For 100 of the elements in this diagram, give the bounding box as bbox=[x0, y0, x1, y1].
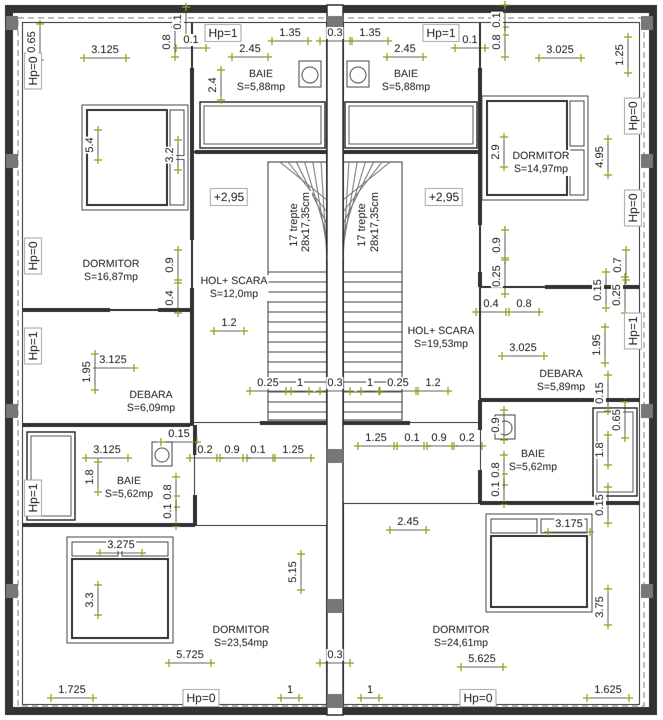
dimension-label: 0.1 bbox=[162, 502, 174, 520]
room-area: S=5,88mp bbox=[236, 81, 286, 94]
room-area: S=6,09mp bbox=[126, 402, 176, 415]
room-area: S=16,87mp bbox=[82, 271, 140, 284]
dimension-label: 0.15 bbox=[594, 381, 606, 405]
level-tag: +2,95 bbox=[210, 188, 248, 206]
dimension-label: 3.275 bbox=[106, 539, 136, 551]
dimension-label: 1.8 bbox=[84, 468, 96, 486]
room-area: S=5,89mp bbox=[536, 381, 586, 394]
level-tag: Hp=1 bbox=[422, 24, 460, 42]
dimension-label: 1.35 bbox=[278, 27, 302, 39]
dimension-label: 0.15 bbox=[592, 278, 604, 302]
room-area: S=5,62mp bbox=[508, 461, 558, 474]
room-name: DORMITOR bbox=[512, 150, 570, 163]
level-tag: +2,95 bbox=[424, 188, 464, 206]
dimension-label: 1.35 bbox=[358, 27, 382, 39]
dimension-label: 3.125 bbox=[90, 44, 120, 56]
dimension-label: 1 bbox=[296, 377, 304, 389]
dimension-label: 3.025 bbox=[508, 342, 538, 354]
dimension-label: 5.4 bbox=[84, 136, 96, 154]
room-area: S=5,62mp bbox=[104, 488, 154, 501]
dimension-label: 3.3 bbox=[84, 591, 96, 609]
dimension-label: 5.15 bbox=[287, 560, 299, 584]
dimension-label: 5.625 bbox=[467, 653, 497, 665]
dimension-label: 0.3 bbox=[326, 649, 344, 661]
dimension-label: 0.9 bbox=[164, 256, 176, 274]
dimension-label: 0.9 bbox=[430, 432, 448, 444]
dimension-label: 0.8 bbox=[161, 33, 173, 51]
dimension-label: 0.8 bbox=[162, 483, 174, 501]
dimension-label: 0.65 bbox=[611, 408, 623, 432]
dimension-label: 0.1 bbox=[461, 34, 479, 46]
dimension-label: 0.8 bbox=[490, 461, 502, 479]
dimension-label: 1.2 bbox=[220, 317, 238, 329]
dimension-label: 1.95 bbox=[81, 360, 93, 384]
dimension-label: 0.2 bbox=[196, 444, 214, 456]
dimension-label: 1 bbox=[286, 684, 294, 696]
dimension-label: 0.9 bbox=[490, 416, 502, 434]
stair-note: 17 trepte bbox=[356, 202, 368, 248]
dimension-label: 0.2 bbox=[458, 432, 476, 444]
dimension-label: 0.8 bbox=[515, 298, 533, 310]
level-tag: Hp=1 bbox=[24, 327, 42, 365]
dimension-label: 4.95 bbox=[594, 145, 606, 169]
level-tag: Hp=1 bbox=[24, 479, 42, 517]
dimension-label: 0.4 bbox=[482, 298, 500, 310]
stair-note: 28x17,35cm bbox=[369, 191, 381, 253]
level-tag: Hp=0 bbox=[24, 237, 42, 275]
stair-note: 28x17,35cm bbox=[300, 191, 312, 253]
dimension-label: 1.8 bbox=[594, 441, 606, 459]
dimension-label: 0.3 bbox=[326, 377, 344, 389]
dimension-label: 3.125 bbox=[92, 444, 122, 456]
dimension-label: 0.15 bbox=[167, 428, 191, 440]
dimension-label: 0.3 bbox=[326, 27, 344, 39]
level-tag: Hp=0 bbox=[24, 52, 42, 90]
dimension-label: 0.1 bbox=[491, 11, 503, 29]
dimension-label: 0.25 bbox=[491, 264, 503, 288]
dimension-label: 0.65 bbox=[26, 30, 38, 54]
dimension-label: 1.2 bbox=[424, 377, 442, 389]
dimension-label: 1.25 bbox=[614, 43, 626, 67]
dimension-label: 0.8 bbox=[491, 33, 503, 51]
dimension-label: 0.1 bbox=[182, 34, 200, 46]
room-area: S=24,61mp bbox=[432, 637, 490, 650]
dimension-label: 1.25 bbox=[281, 444, 305, 456]
stair-note: 17 trepte bbox=[288, 202, 300, 248]
dimension-label: 0.9 bbox=[223, 444, 241, 456]
dimension-label: 1.725 bbox=[57, 684, 87, 696]
dimension-label: 2.45 bbox=[393, 43, 417, 55]
dimension-label: 0.1 bbox=[172, 13, 184, 31]
dimension-label: 3.125 bbox=[98, 354, 128, 366]
dimension-label: 1.25 bbox=[364, 432, 388, 444]
dimension-label: 5.725 bbox=[175, 649, 205, 661]
dimension-label: 0.25 bbox=[611, 283, 623, 307]
dimension-label: 3.175 bbox=[554, 518, 584, 530]
level-tag: Hp=1 bbox=[624, 312, 642, 350]
dimension-label: 2.4 bbox=[207, 76, 219, 94]
room-area: S=14,97mp bbox=[512, 163, 570, 176]
dimension-label: 0.15 bbox=[594, 493, 606, 517]
room-name: HOL+ SCARA bbox=[200, 275, 268, 288]
dimension-label: 3.2 bbox=[164, 146, 176, 164]
dimension-label: 2.45 bbox=[396, 516, 420, 528]
level-tag: Hp=0 bbox=[624, 97, 642, 135]
dimension-label: 0.7 bbox=[612, 256, 624, 274]
level-tag: Hp=0 bbox=[182, 689, 220, 707]
dimension-label: 0.1 bbox=[490, 480, 502, 498]
dimension-label: 0.1 bbox=[249, 444, 267, 456]
dimension-label: 0.25 bbox=[256, 377, 280, 389]
level-tag: Hp=1 bbox=[204, 24, 242, 42]
dimension-label: 0.25 bbox=[386, 377, 410, 389]
dimension-label: 3.025 bbox=[545, 44, 575, 56]
room-area: S=23,54mp bbox=[212, 637, 270, 650]
dimension-label: 0.1 bbox=[403, 432, 421, 444]
dimension-label: 1.625 bbox=[593, 684, 623, 696]
dimension-label: 2.45 bbox=[238, 43, 262, 55]
dimension-label: 1 bbox=[366, 377, 374, 389]
dimension-label: 2.9 bbox=[490, 143, 502, 161]
dimension-label: 3.75 bbox=[594, 595, 606, 619]
dimension-label: 1.95 bbox=[591, 333, 603, 357]
level-tag: Hp=0 bbox=[459, 689, 497, 707]
dimension-label: 0.9 bbox=[491, 236, 503, 254]
room-area: S=5,88mp bbox=[380, 81, 432, 94]
dimension-label: 0.4 bbox=[164, 289, 176, 307]
